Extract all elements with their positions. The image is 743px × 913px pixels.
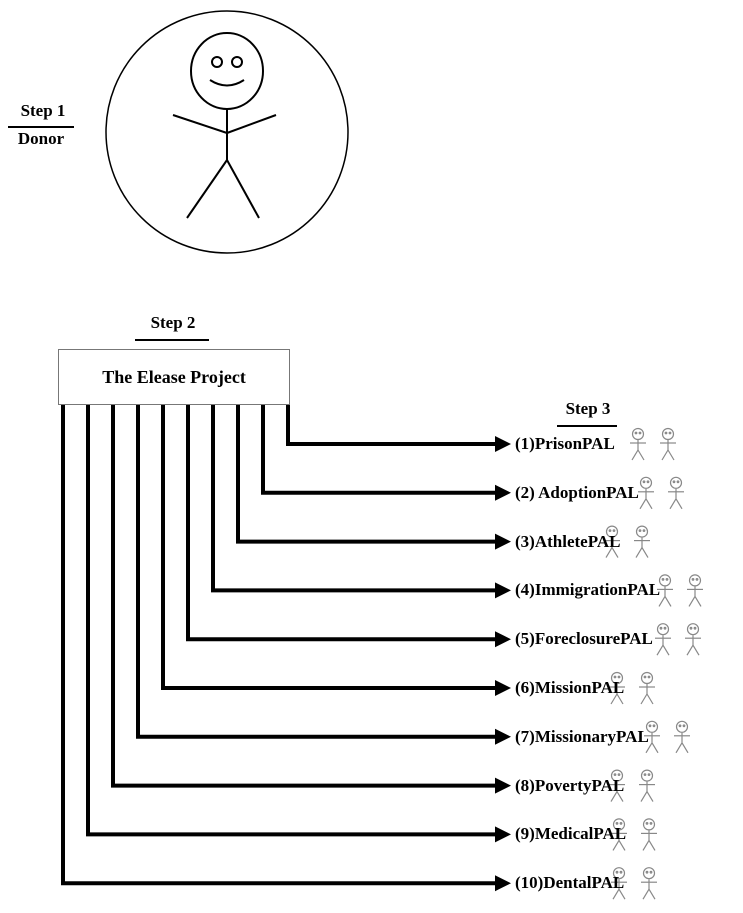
recipient-figure-icon — [641, 818, 657, 851]
recipient-figure-icon — [657, 574, 673, 607]
step3-title: Step 3 — [565, 399, 611, 418]
recipient-figure-icon — [611, 818, 627, 851]
recipient-figure-icon — [685, 623, 701, 656]
elease-project-box: The Elease Project — [58, 349, 290, 405]
recipient-figure-icon — [611, 867, 627, 900]
arrowhead — [495, 728, 511, 745]
recipient-figure-icon — [639, 671, 655, 705]
recipient-figure-icon — [634, 525, 650, 558]
recipient-figure-icon — [660, 427, 676, 461]
recipient-figure-icon — [668, 476, 684, 510]
pal-label: (1)PrisonPAL — [515, 434, 615, 453]
pal-label: (5)ForeclosurePAL — [515, 629, 653, 649]
step2-divider — [135, 339, 209, 341]
recipient-figure-icon — [641, 867, 657, 900]
recipient-figures — [604, 427, 703, 900]
recipient-figure-icon — [644, 720, 660, 754]
arrowhead — [495, 631, 511, 648]
elease-project-label: The Elease Project — [102, 366, 246, 387]
recipient-figure-icon — [674, 720, 690, 754]
donor-icon — [105, 10, 349, 254]
pal-label: (3)AthletePAL — [515, 531, 621, 551]
pal-label: (10)DentalPAL — [515, 873, 625, 893]
arrowhead — [495, 777, 511, 794]
pal-label: (9)MedicalPAL — [515, 824, 627, 844]
arrowhead — [495, 826, 511, 843]
pal-label: (6)MissionPAL — [515, 678, 625, 697]
recipient-figure-icon — [687, 574, 703, 607]
recipient-figure-icon — [609, 769, 625, 802]
pal-label: (2) AdoptionPAL — [515, 482, 639, 502]
step3-divider — [557, 425, 617, 427]
recipient-figure-icon — [638, 476, 654, 510]
connector-lines — [61, 405, 511, 892]
arrowhead — [495, 533, 511, 550]
recipient-figure-icon — [639, 769, 655, 802]
recipient-figure-icon — [604, 525, 620, 558]
recipient-figure-icon — [630, 427, 646, 461]
arrowhead — [495, 875, 511, 892]
arrowhead — [495, 484, 511, 501]
recipient-figure-icon — [609, 671, 625, 705]
step2-title: Step 2 — [150, 313, 196, 332]
arrowhead — [495, 680, 511, 696]
pal-label: (8)PovertyPAL — [515, 775, 625, 795]
arrowhead — [495, 436, 511, 452]
arrowhead — [495, 582, 511, 599]
pal-label: (7)MissionaryPAL — [515, 726, 649, 746]
step1-subtitle: Donor — [17, 129, 65, 148]
pal-label: (4)ImmigrationPAL — [515, 580, 661, 600]
step1-divider — [8, 126, 74, 128]
step1-title: Step 1 — [20, 101, 66, 120]
recipient-figure-icon — [655, 623, 671, 656]
